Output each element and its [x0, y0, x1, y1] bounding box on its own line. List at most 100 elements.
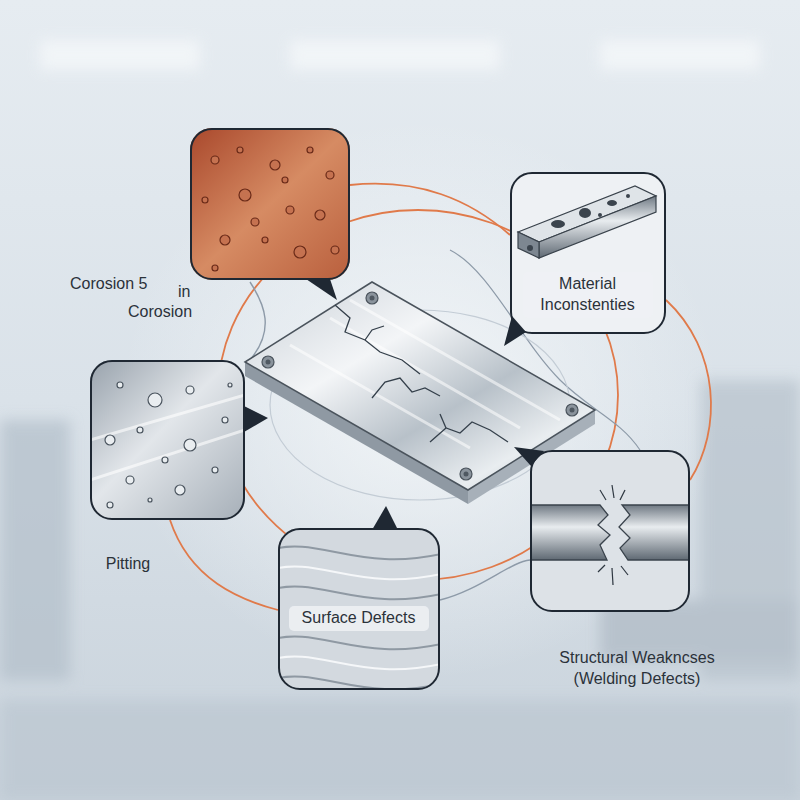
pitting-image-part-part — [90, 395, 245, 480]
metal-plate-part-part — [460, 468, 472, 480]
callout-box: Surface Defects — [278, 528, 440, 690]
pitting-image-part-part-part — [228, 383, 232, 387]
corrosion-image-part-part-part — [202, 197, 208, 203]
weld-image-part-part — [530, 505, 610, 560]
surface-image-part-part-part — [278, 637, 440, 650]
surface-image — [270, 506, 450, 690]
corrosion-image-part-part-part — [237, 147, 243, 153]
surface-image-part-part — [278, 547, 440, 690]
background-part — [0, 40, 800, 800]
callout-label: Corosion 5 — [70, 274, 147, 295]
corrosion-image-part — [306, 279, 337, 300]
metal-plate-part-part — [430, 422, 508, 442]
metal-plate-part-part — [464, 472, 469, 477]
background-part-part — [600, 40, 760, 70]
weld-image-part-part — [530, 450, 690, 612]
surface-image-part-part-part — [278, 567, 440, 580]
material-image-part-part-part — [551, 220, 565, 228]
corrosion-image-part-part-part — [220, 235, 230, 245]
decor-lines-part — [350, 184, 510, 235]
metal-plate-part-part — [440, 414, 446, 428]
decor-lines-part — [170, 520, 278, 610]
callout-label: in — [178, 282, 190, 303]
corrosion-image-part-part-part — [270, 160, 280, 170]
weld-image-part-part-part — [612, 485, 614, 498]
background-part-part — [0, 700, 800, 800]
pitting-image-part-part-part — [107, 502, 113, 508]
corrosion-image-part — [190, 128, 350, 280]
corrosion-image-part-part-part — [262, 237, 268, 243]
weld-image-part-part-part — [600, 490, 606, 500]
callout-box: Material Inconstenties — [510, 172, 666, 334]
pitting-image-part — [90, 360, 245, 520]
surface-image-part-part-part — [278, 547, 440, 560]
pitting-image-part — [244, 406, 268, 432]
pitting-image-part-part-part — [148, 393, 162, 407]
material-image-part-part — [510, 172, 666, 334]
callout-box: Structural Weakncses (Welding Defects) — [530, 450, 690, 612]
material-image-part-part — [527, 194, 630, 251]
metal-plate-part-part — [262, 356, 274, 368]
pitting-image-part-part-part — [162, 457, 168, 463]
decor-lines-part — [250, 282, 265, 360]
pitting-image-part-part-part — [175, 485, 185, 495]
metal-plate-part-part — [335, 305, 420, 374]
metal-plate-part-part — [372, 378, 440, 398]
metal-plate-part-part — [566, 404, 578, 416]
pitting-image-part-part-part — [148, 498, 152, 502]
pitting-image-part-part-part — [105, 435, 115, 445]
metal-plate-part-part — [366, 292, 378, 304]
corrosion-image-part-part-part — [212, 265, 218, 271]
corrosion-image-part-part-part — [282, 177, 288, 183]
pitting-image-part-part-part — [186, 386, 194, 394]
decor-lines-part — [440, 560, 530, 600]
corrosion-image-part-part-part — [239, 189, 251, 201]
surface-image-part-part-part — [278, 677, 440, 690]
material-image-part — [510, 172, 666, 334]
corrosion-image-part-part-part — [294, 246, 306, 258]
pitting-image — [90, 360, 268, 520]
weld-image-part — [514, 447, 544, 466]
weld-image-part-part-part — [621, 566, 628, 575]
surface-image-part-part-part — [278, 657, 440, 670]
background-part-part — [290, 40, 500, 70]
callout-label: Surface Defects — [289, 606, 429, 631]
metal-plate-part-part — [330, 318, 520, 428]
weld-image-part-part-part — [620, 490, 625, 500]
weld-image-part-part — [619, 505, 690, 560]
weld-image — [514, 447, 690, 612]
material-image-part-part-part — [527, 245, 533, 251]
material-image-part-part-part — [579, 208, 591, 218]
pitting-image-part-part-part — [90, 395, 245, 440]
material-image — [504, 172, 666, 346]
corrosion-image-part-part-part — [326, 171, 334, 179]
material-image-part-part-part — [626, 194, 630, 198]
material-image-part-part — [518, 232, 539, 258]
corrosion-image-part-part-part — [286, 206, 294, 214]
material-image-part-part-part — [607, 200, 617, 206]
surface-image-part — [278, 528, 440, 690]
pitting-image-part-part-part — [212, 467, 218, 473]
material-image-part — [504, 316, 526, 346]
pitting-image-part-part-part — [126, 476, 134, 484]
pitting-image-part-part-part — [90, 430, 245, 480]
corrosion-image-part-part — [202, 147, 339, 271]
pitting-image-part-part-part — [184, 439, 196, 451]
surface-image-part — [372, 506, 398, 530]
pitting-image-part-part — [90, 360, 245, 520]
background-part-part — [0, 420, 70, 680]
weld-image-part-part-part — [598, 565, 605, 572]
corrosion-image-part-part-part — [251, 218, 259, 226]
material-image-part-part — [539, 196, 656, 258]
pitting-image-part-part — [105, 382, 232, 508]
material-image-part-part-part — [598, 213, 602, 217]
callout-label: Material Inconstenties — [523, 272, 653, 318]
pitting-image-part-part-part — [117, 382, 123, 388]
background-part-part — [40, 40, 200, 70]
metal-plate-part-part — [365, 326, 384, 340]
callout-box: Pitting — [90, 360, 245, 520]
corrosion-image-part-part-part — [315, 210, 325, 220]
callout-label: Structural Weakncses (Welding Defects) — [530, 648, 745, 690]
